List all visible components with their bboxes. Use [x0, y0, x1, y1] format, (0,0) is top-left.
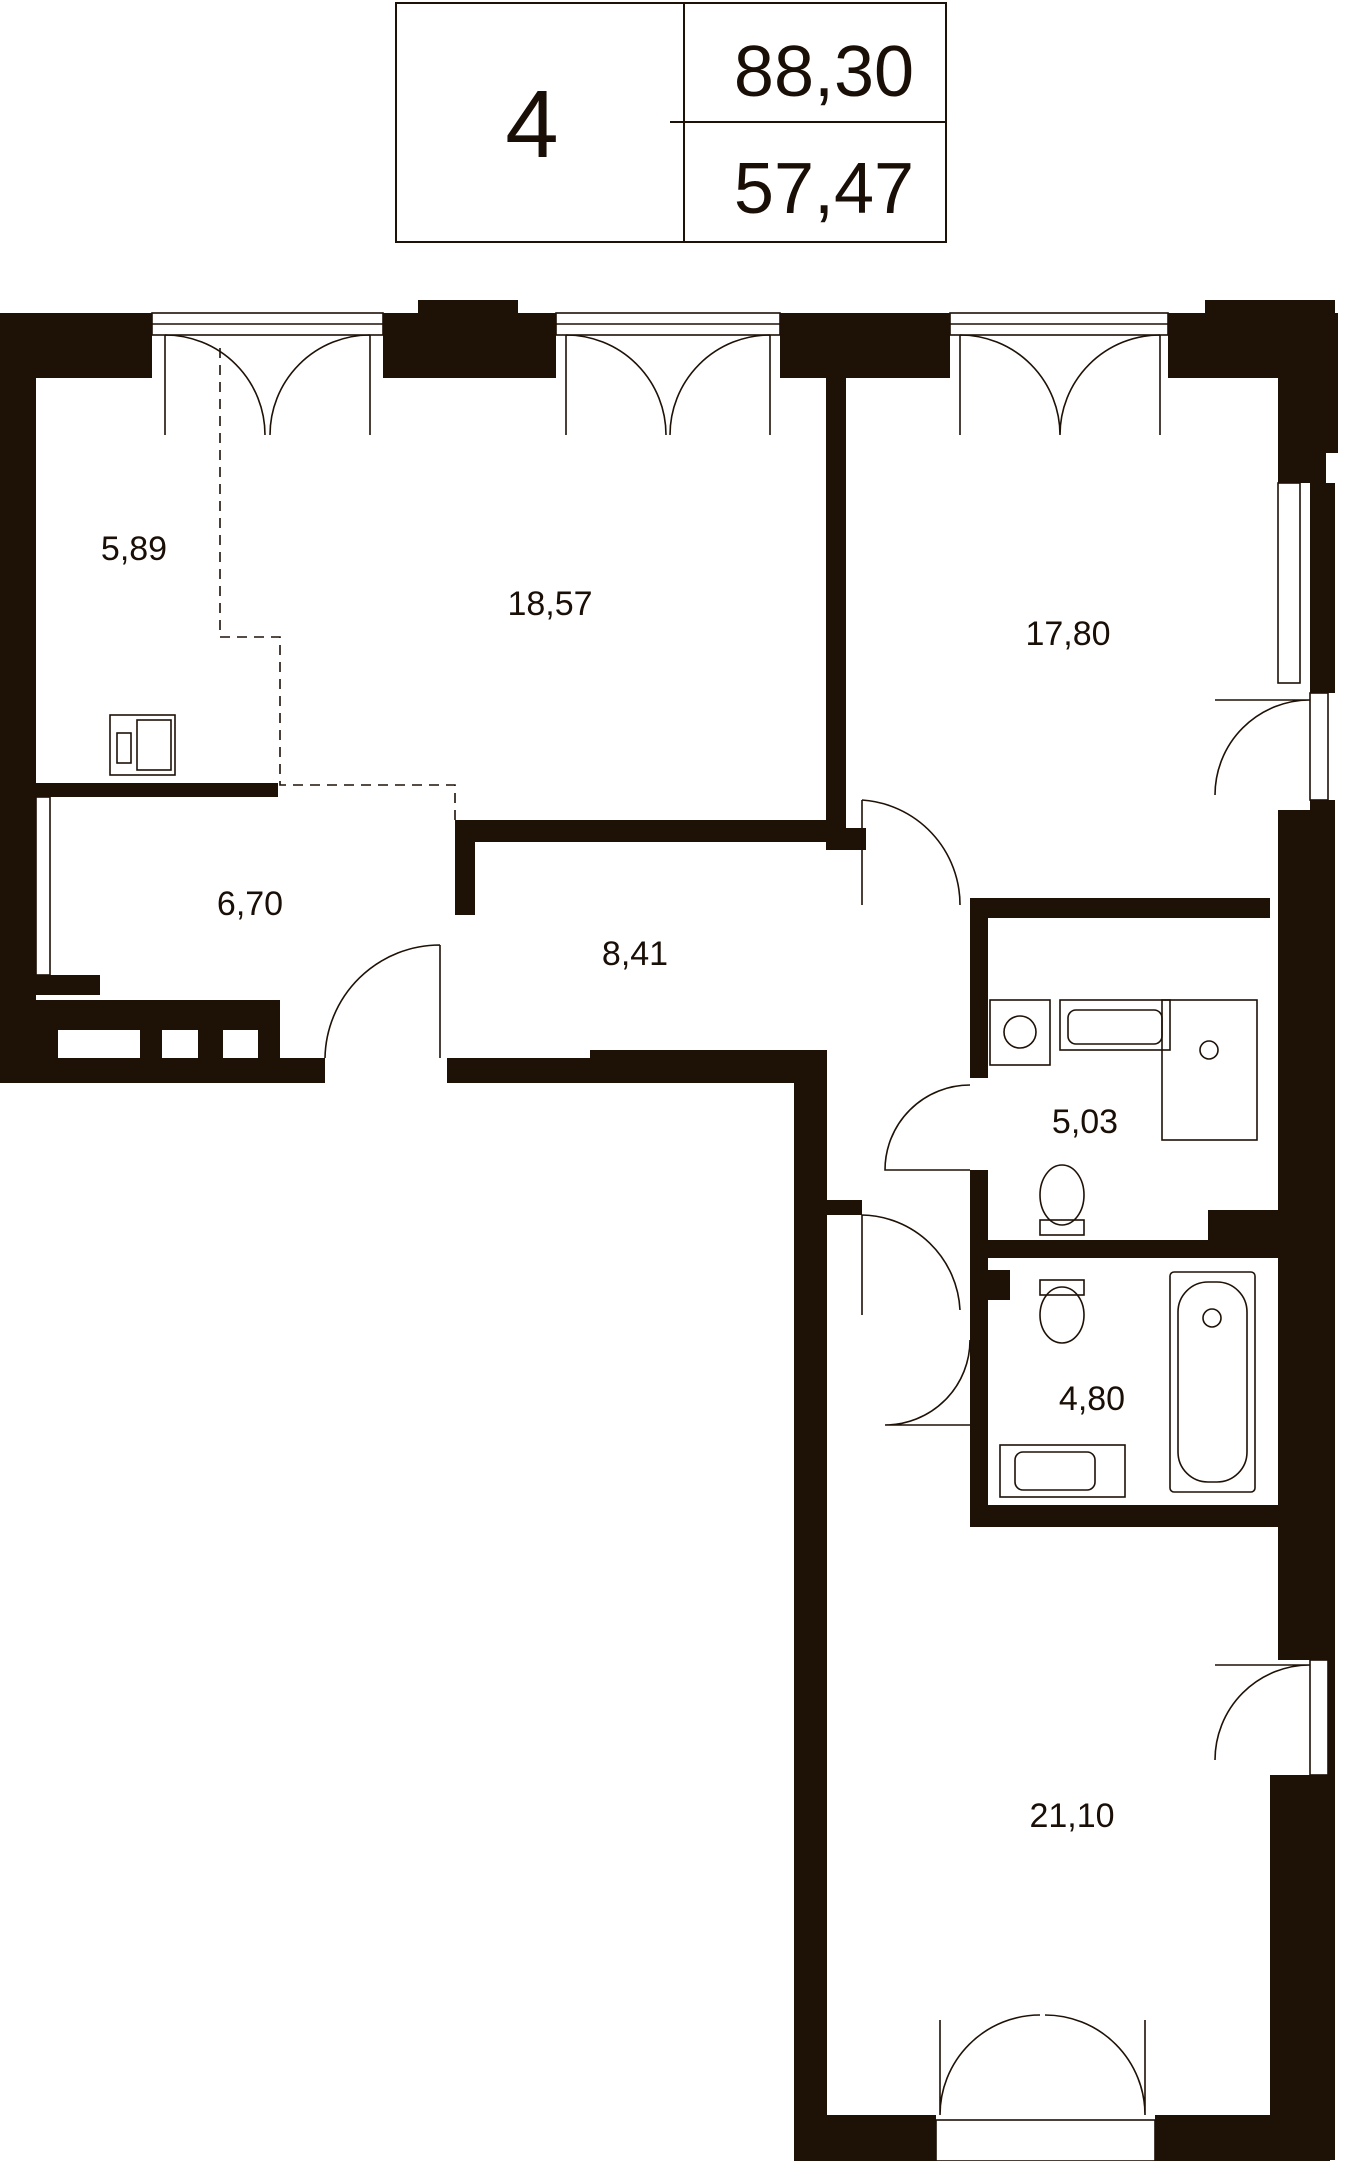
- room-area-corridor: 8,41: [602, 935, 668, 973]
- walls: [0, 300, 1338, 2161]
- kitchen-sink-icon: [109, 714, 176, 776]
- room-area-kitchen: 5,89: [101, 530, 167, 568]
- rooms-count: 4: [505, 71, 558, 178]
- sink-icon: [999, 1444, 1126, 1498]
- washing-machine-icon: [989, 999, 1051, 1066]
- fixtures: [109, 714, 1258, 1498]
- room-area-bathroom-2: 4,80: [1059, 1380, 1125, 1418]
- room-area-hall: 6,70: [217, 885, 283, 923]
- room-area-bedroom-1: 17,80: [1025, 615, 1110, 653]
- bathtub-icon: [1169, 1271, 1256, 1493]
- toilet-icon: [1039, 1164, 1085, 1226]
- door-swings: [164, 334, 1311, 2116]
- room-area-living: 18,57: [507, 585, 592, 623]
- windows: [35, 312, 1329, 2161]
- room-area-bedroom-2: 21,10: [1029, 1797, 1114, 1835]
- total-area: 88,30: [734, 32, 914, 112]
- sink-icon: [1059, 999, 1171, 1051]
- living-area: 57,47: [734, 149, 914, 229]
- shower-icon: [1161, 999, 1258, 1141]
- apartment-info-box: 4 88,30 57,47: [395, 2, 947, 243]
- room-area-bathroom-1: 5,03: [1052, 1103, 1118, 1141]
- toilet-icon: [1039, 1286, 1085, 1344]
- kitchen-zone-line: [219, 348, 456, 820]
- room-labels: 5,89 18,57 17,80 6,70 8,41 5,03 4,80 21,…: [101, 530, 1125, 1835]
